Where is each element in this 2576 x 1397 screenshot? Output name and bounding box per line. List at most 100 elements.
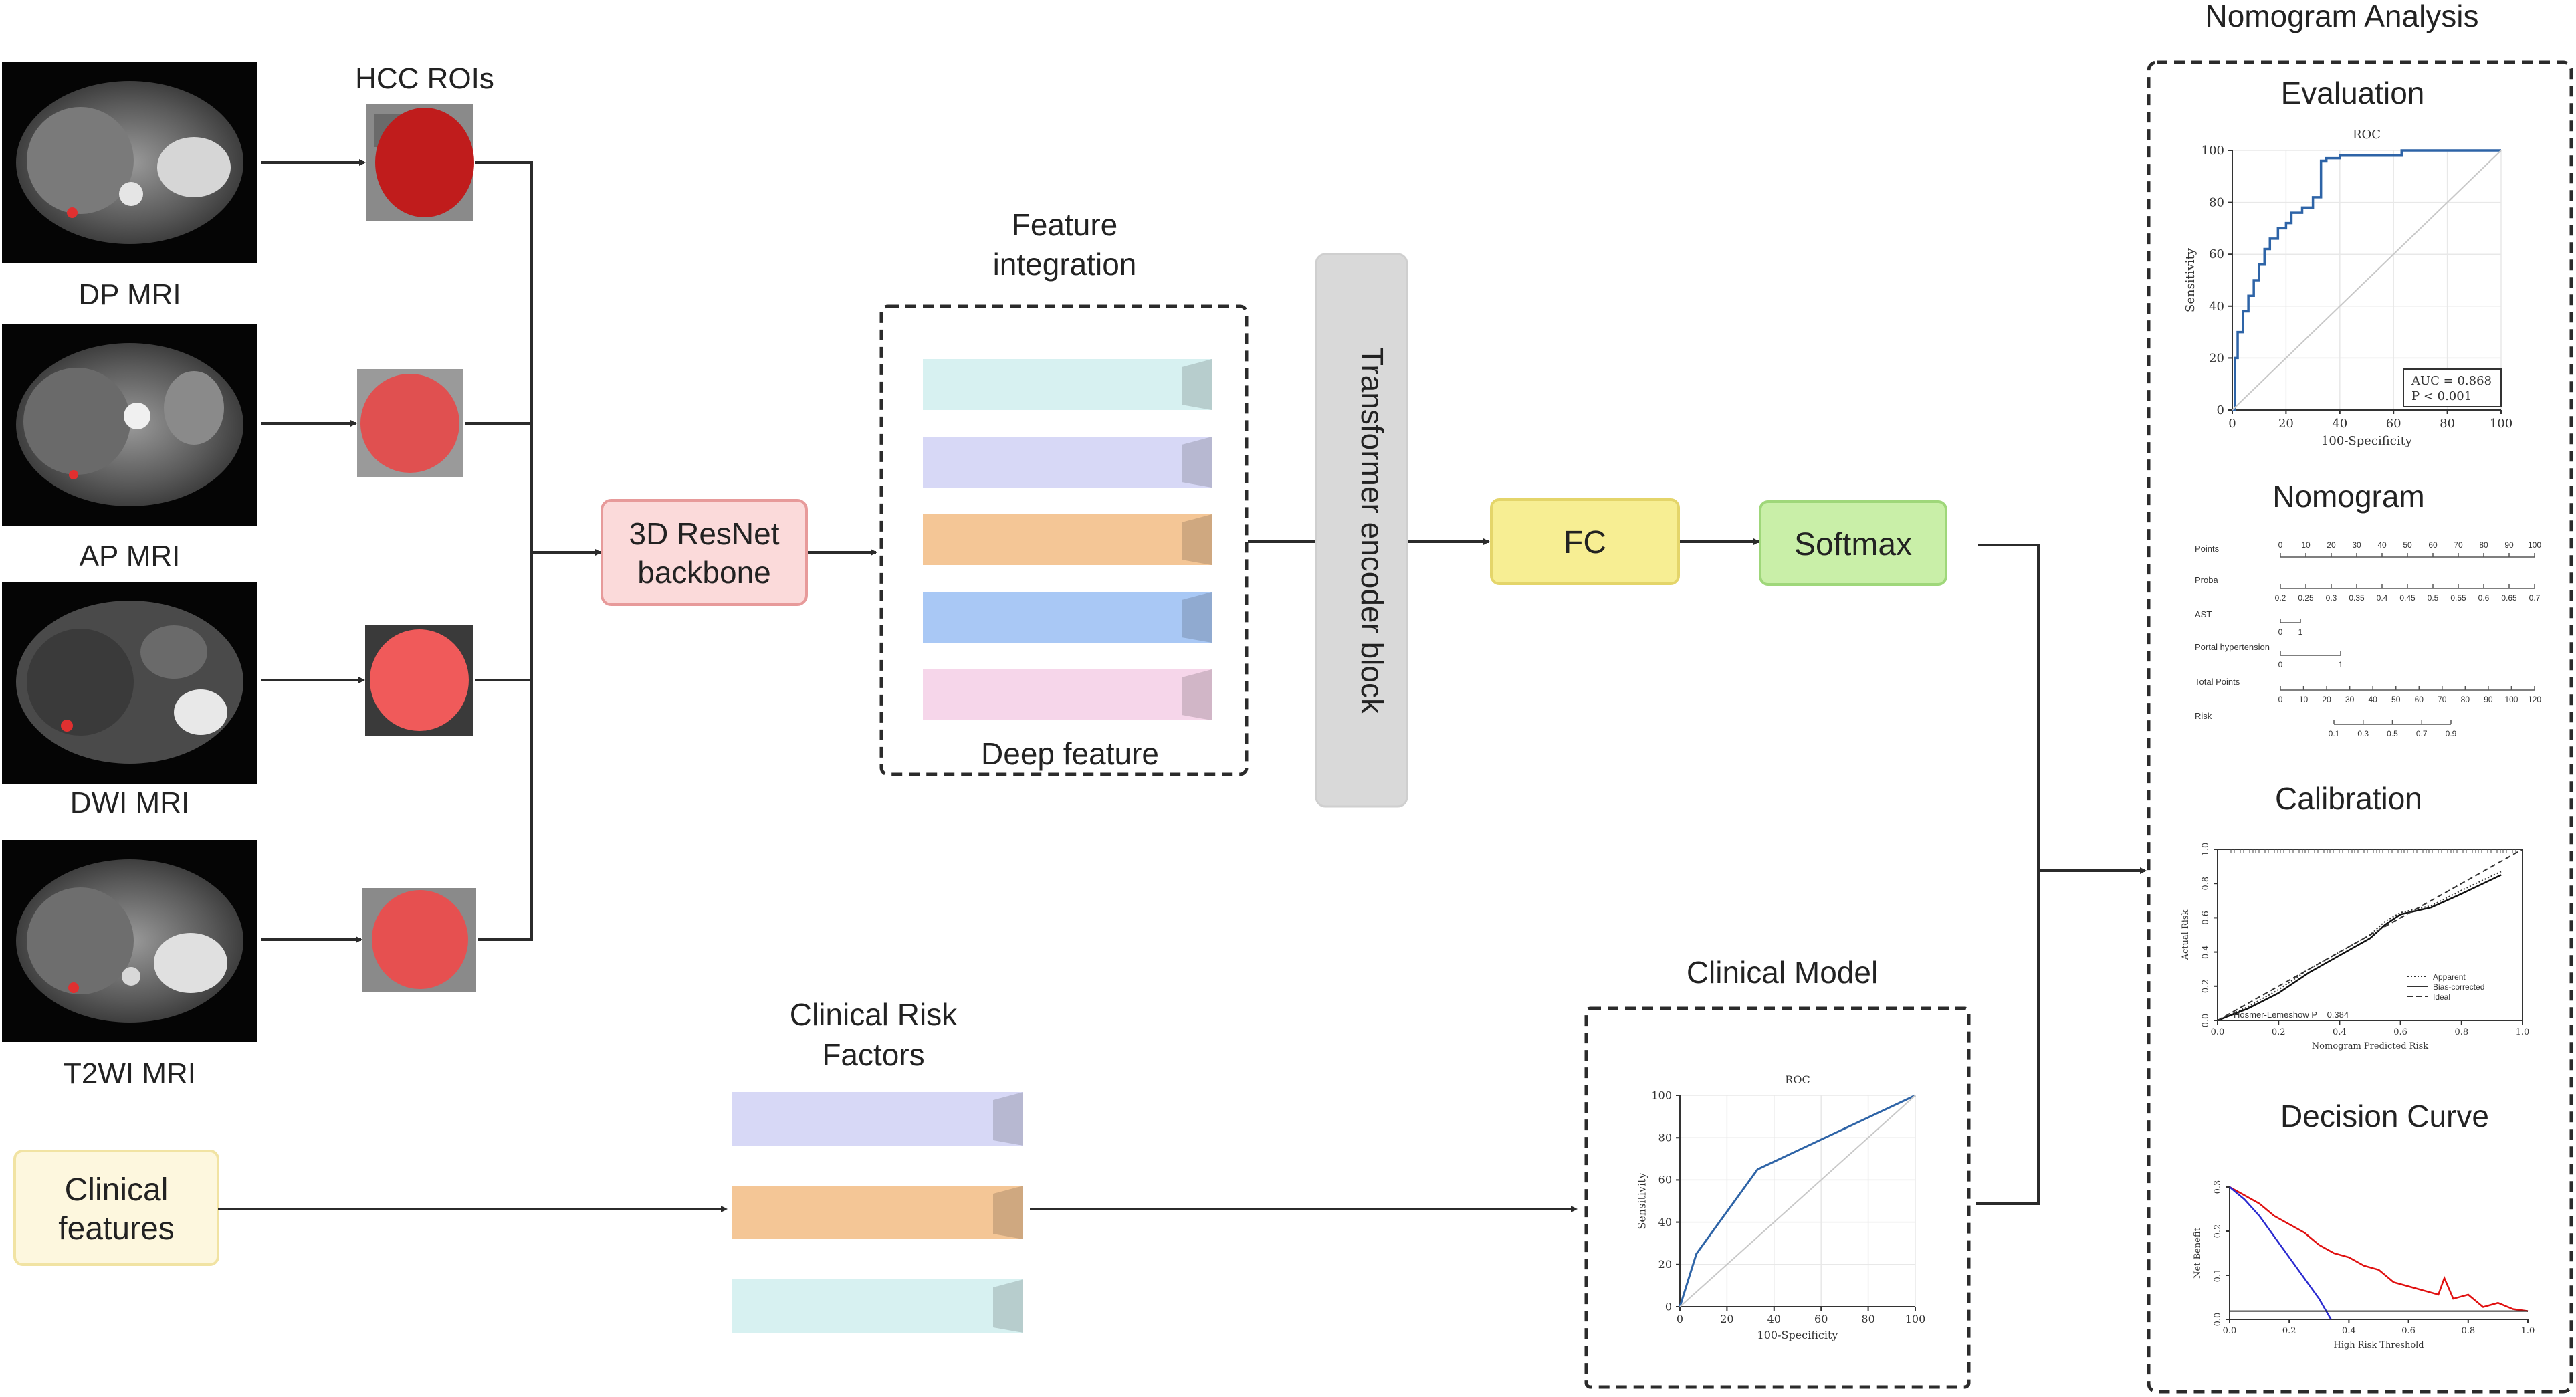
series-line-2 bbox=[1679, 1095, 1916, 1307]
x-tick-label: 0.8 bbox=[2461, 1326, 2475, 1336]
deep-feature-bar-3-side bbox=[1182, 514, 1212, 565]
clinical-risk-bar-1-face bbox=[732, 1092, 1023, 1146]
y-tick-label: 0.2 bbox=[2213, 1224, 2223, 1239]
auc-annotation-box bbox=[2403, 368, 2502, 407]
clinical-risk-bar-3-face bbox=[732, 1279, 1023, 1333]
hcc-rois-title: HCC ROIs bbox=[355, 62, 494, 95]
nomogram-tick-label: 80 bbox=[2479, 540, 2488, 550]
x-tick-label: 0 bbox=[1677, 1313, 1683, 1325]
mri-ap: AP MRI bbox=[2, 324, 257, 572]
x-tick-label: 40 bbox=[2332, 417, 2347, 431]
clinical-features-box: Clinical features bbox=[13, 1150, 219, 1266]
series-line-1 bbox=[2217, 871, 2502, 1021]
clinical-risk-bar-2-side bbox=[993, 1186, 1023, 1239]
nomogram-tick-label: 0.35 bbox=[2349, 593, 2365, 603]
x-tick-label: 0.4 bbox=[2342, 1326, 2356, 1336]
y-tick-label: 0.6 bbox=[2201, 911, 2211, 925]
y-tick-label: 100 bbox=[2202, 144, 2224, 158]
nomogram-title: Nomogram bbox=[2272, 479, 2425, 514]
deep-feature-bar-5-top bbox=[923, 669, 1212, 677]
nomogram-tick-label: 0.3 bbox=[2326, 593, 2337, 603]
clinical-risk-bar-3-side bbox=[993, 1279, 1023, 1333]
deep-feature-bar-1-face bbox=[923, 359, 1212, 410]
x-tick-label: 20 bbox=[2278, 417, 2294, 431]
nomogram-row-label: Risk bbox=[2195, 711, 2212, 721]
calibration-title: Calibration bbox=[2275, 781, 2422, 816]
series-line-3 bbox=[2217, 849, 2523, 1021]
series-line-1 bbox=[2232, 149, 2501, 411]
deep-feature-bar-1 bbox=[923, 359, 1212, 410]
hosmer-lemeshow-text: Hosmer-Lemeshow P = 0.384 bbox=[2234, 1010, 2349, 1020]
deep-feature-bar-2-face bbox=[923, 437, 1212, 488]
x-tick-label: 0.4 bbox=[2333, 1027, 2347, 1037]
y-axis-label: Actual Risk bbox=[2181, 909, 2191, 960]
dwi-mri-label: DWI MRI bbox=[70, 786, 189, 819]
auc-text: AUC = 0.868 bbox=[2411, 374, 2492, 388]
x-tick-label: 20 bbox=[1720, 1313, 1733, 1325]
y-tick-label: 40 bbox=[2209, 300, 2224, 314]
deep-feature-bar-2-top bbox=[923, 437, 1212, 445]
legend-label: Ideal bbox=[2433, 992, 2450, 1002]
clinical-features-line2: features bbox=[58, 1211, 174, 1247]
x-tick-label: 100 bbox=[2490, 417, 2512, 431]
x-axis-label: 100-Specificity bbox=[2321, 434, 2413, 448]
feature-integration-title-2: integration bbox=[993, 247, 1137, 282]
y-tick-label: 0 bbox=[2217, 403, 2224, 417]
x-tick-label: 0.8 bbox=[2454, 1027, 2468, 1037]
t2wi-mri-label: T2WI MRI bbox=[64, 1057, 196, 1090]
y-tick-label: 0.4 bbox=[2201, 945, 2211, 959]
deep-feature-bar-5-side bbox=[1182, 669, 1212, 720]
feature-integration-box: Deep feature bbox=[879, 304, 1249, 776]
deep-feature-bar-2-side bbox=[1182, 437, 1212, 488]
nomogram-tick-label: 0.7 bbox=[2529, 593, 2541, 603]
deep-feature-bar-4-face bbox=[923, 592, 1212, 643]
y-tick-label: 80 bbox=[1658, 1132, 1672, 1144]
nomogram-tick-label: 0.25 bbox=[2298, 593, 2314, 603]
nomogram-tick-label: 120 bbox=[2528, 695, 2541, 704]
clinical-risk-bar-2 bbox=[732, 1186, 1023, 1239]
roi-dwi bbox=[365, 625, 473, 736]
nomogram-row-label: AST bbox=[2195, 609, 2212, 619]
deep-feature-bar-5 bbox=[923, 669, 1212, 720]
y-tick-label: 0.8 bbox=[2201, 877, 2211, 891]
clinical-risk-bar-2-top bbox=[732, 1186, 1023, 1194]
nomogram-tick-label: 90 bbox=[2484, 695, 2493, 704]
nomogram-tick-label: 80 bbox=[2461, 695, 2470, 704]
chart-title: ROC bbox=[1785, 1073, 1810, 1086]
nomogram-tick-label: 1 bbox=[2298, 627, 2303, 637]
dp-mri-label: DP MRI bbox=[78, 278, 181, 311]
x-tick-label: 1.0 bbox=[2516, 1027, 2530, 1037]
x-tick-label: 60 bbox=[2386, 417, 2401, 431]
deep-feature-bar-4-side bbox=[1182, 592, 1212, 643]
clinical-risk-bars bbox=[732, 1092, 1023, 1333]
nomogram-tick-label: 0 bbox=[2278, 540, 2283, 550]
clinical-risk-bar-3-top bbox=[732, 1279, 1023, 1287]
x-axis-label: High Risk Threshold bbox=[2333, 1340, 2424, 1350]
clinical-risk-bar-1 bbox=[732, 1092, 1023, 1146]
nomogram-tick-label: 0.65 bbox=[2501, 593, 2517, 603]
y-tick-label: 80 bbox=[2209, 196, 2224, 210]
nomogram-row-label: Portal hypertension bbox=[2195, 642, 2270, 652]
y-tick-label: 0.0 bbox=[2201, 1014, 2211, 1028]
softmax-label: Softmax bbox=[1794, 527, 1912, 562]
nomogram-tick-label: 50 bbox=[2391, 695, 2401, 704]
clinical-risk-bar-1-top bbox=[732, 1092, 1023, 1100]
deep-feature-label: Deep feature bbox=[981, 736, 1159, 771]
decision-curve-title: Decision Curve bbox=[2280, 1099, 2489, 1134]
nomogram-tick-label: 0 bbox=[2278, 627, 2283, 637]
nomogram-tick-label: 20 bbox=[2322, 695, 2331, 704]
deep-feature-bar-2 bbox=[923, 437, 1212, 488]
y-tick-label: 0.2 bbox=[2201, 979, 2211, 993]
clinical-model-box bbox=[1584, 1006, 1971, 1389]
roi-ap bbox=[357, 369, 463, 477]
nomogram-row-label: Total Points bbox=[2195, 677, 2240, 687]
x-tick-label: 60 bbox=[1814, 1313, 1828, 1325]
x-tick-label: 0.6 bbox=[2393, 1027, 2407, 1037]
x-tick-label: 40 bbox=[1767, 1313, 1781, 1325]
nomogram-tick-label: 0.5 bbox=[2387, 729, 2398, 738]
x-tick-label: 0 bbox=[2228, 417, 2236, 431]
y-axis-label: Sensitivity bbox=[2183, 247, 2197, 312]
